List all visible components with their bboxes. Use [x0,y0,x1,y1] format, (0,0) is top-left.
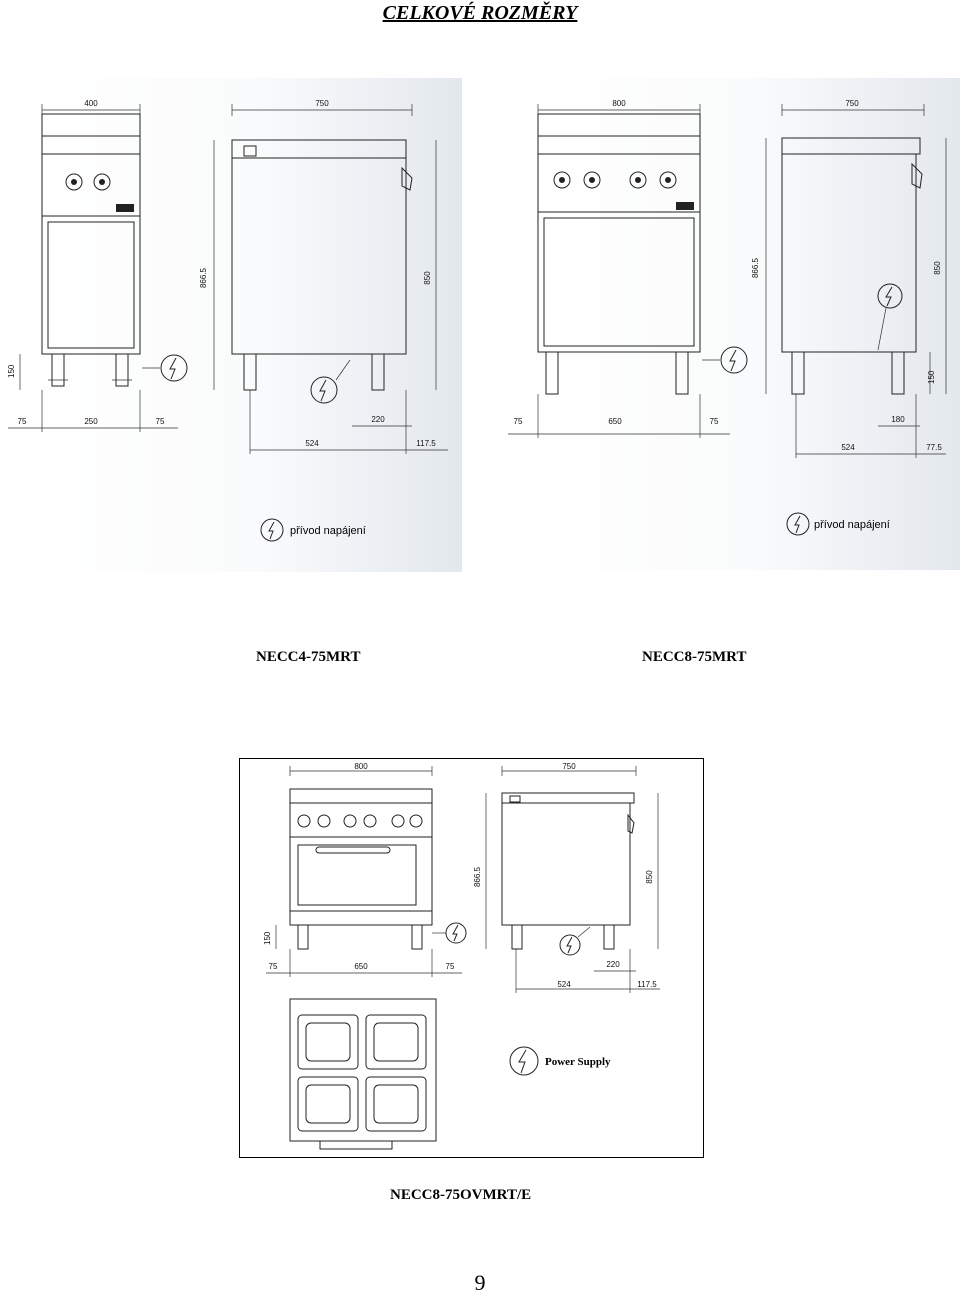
knob-icon [65,173,83,191]
dim-side-height: 866.5 [751,257,760,278]
dim-depth-c: 77.5 [926,443,942,452]
power-supply-icon [445,922,467,944]
power-supply-icon [160,354,188,382]
dim-left-offset: 75 [514,417,523,426]
dim-body-height: 850 [423,271,432,285]
power-supply-icon [310,376,338,404]
dim-legs-span: 650 [608,417,622,426]
dim-side-depth: 750 [845,99,859,108]
dim-front-width: 800 [354,762,368,771]
caption-necc4: NECC4-75MRT [256,649,361,665]
drawing-necc4: 400 150 75 250 75 750 866.5 850 220 [0,78,462,572]
dim-left-offset: 75 [18,417,27,426]
caption-necc8-oven: NECC8-75OVMRT/E [390,1187,532,1203]
page-number: 9 [474,1270,486,1295]
knob-icon [659,171,677,189]
dim-depth-a: 524 [841,443,855,452]
top-view [289,998,437,1150]
page-title: CELKOVÉ ROZMĚRY [382,2,578,24]
dim-depth-b: 180 [891,415,905,424]
knob-icon [553,171,571,189]
dim-side-height: 866.5 [199,267,208,288]
dim-front-width: 400 [84,99,98,108]
power-supply-icon [877,283,903,309]
dim-legs-height: 150 [7,364,16,378]
dim-left-offset: 75 [269,962,278,971]
knob-icon [363,814,377,828]
dim-legs-span: 650 [354,962,368,971]
dim-front-width: 800 [612,99,626,108]
dim-side-depth: 750 [562,762,576,771]
dim-depth-c: 117.5 [416,439,436,448]
dim-right-offset: 75 [156,417,165,426]
drawing-necc8-oven: 800 150 75 650 75 750 866.5 850 220 524 … [239,758,704,1158]
dim-depth-a: 524 [305,439,319,448]
knob-icon [343,814,357,828]
knob-icon [409,814,423,828]
knob-icon [629,171,647,189]
power-supply-icon [509,1046,539,1076]
legend-power: přívod napájení [290,525,366,537]
knob-icon [391,814,405,828]
dim-body-height: 850 [933,261,942,275]
power-supply-icon [559,934,581,956]
dim-depth-a: 524 [557,980,571,989]
dim-side-height: 866.5 [473,866,482,887]
power-supply-icon [786,512,810,536]
dim-right-offset: 75 [710,417,719,426]
knob-icon [93,173,111,191]
dim-depth-b: 220 [606,960,620,969]
dim-side-depth: 750 [315,99,329,108]
legend-power: Power Supply [545,1056,611,1068]
knob-icon [583,171,601,189]
dim-right-offset: 75 [446,962,455,971]
knob-icon [297,814,311,828]
power-supply-icon [720,346,748,374]
dim-depth-b: 220 [371,415,385,424]
caption-necc8: NECC8-75MRT [642,649,747,665]
dim-legs-span: 250 [84,417,98,426]
knob-icon [317,814,331,828]
power-supply-icon [260,518,284,542]
legend-power: přívod napájení [814,519,890,531]
drawing-necc8: 800 75 650 75 750 866.5 850 150 180 524 … [500,78,960,570]
dim-legs-height: 150 [927,370,936,384]
dim-depth-c: 117.5 [637,980,657,989]
dim-body-height: 850 [645,870,654,884]
dim-legs-height: 150 [263,931,272,945]
